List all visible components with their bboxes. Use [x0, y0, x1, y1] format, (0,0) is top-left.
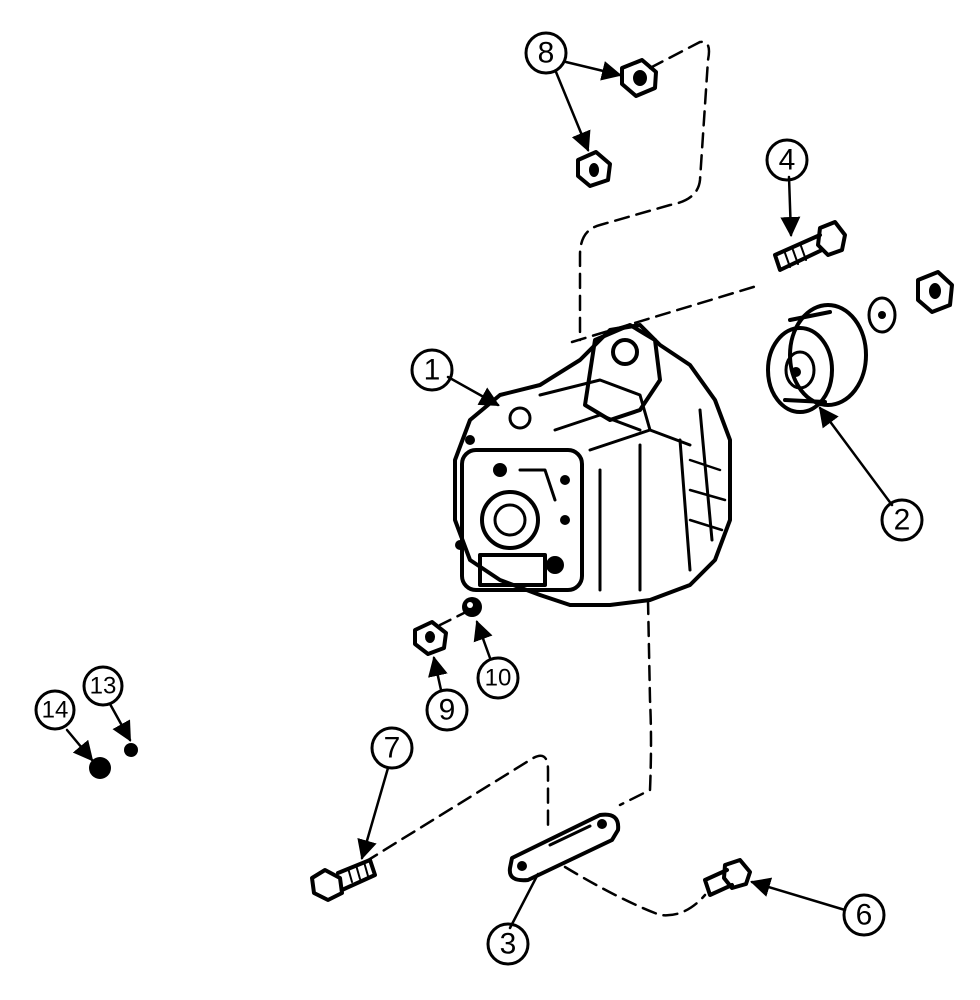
svg-text:2: 2 [894, 504, 911, 537]
callout-7: 7 [370, 726, 414, 770]
svg-text:1: 1 [424, 354, 441, 387]
assembly-guide-lines [363, 40, 762, 917]
svg-text:7: 7 [384, 732, 401, 765]
part-13 [124, 743, 138, 757]
callout-10: 10 [476, 656, 520, 700]
svg-text:14: 14 [42, 697, 69, 724]
callout-13: 13 [82, 665, 124, 707]
callout-9: 9 [425, 688, 469, 732]
nut-8-upper [620, 58, 658, 98]
pulley-washer [867, 296, 897, 334]
callout-1: 1 [410, 348, 454, 392]
alternator [453, 323, 732, 607]
svg-text:6: 6 [856, 899, 873, 932]
callout-14: 14 [34, 689, 76, 731]
svg-text:13: 13 [90, 673, 117, 700]
callout-4: 4 [765, 138, 809, 182]
callout-2: 2 [880, 498, 924, 542]
bolt-6 [703, 858, 752, 897]
leader-lines [65, 60, 894, 930]
svg-text:3: 3 [500, 928, 517, 961]
nut-8-lower [576, 150, 612, 188]
bolt-7 [310, 858, 377, 902]
callout-6: 6 [842, 893, 886, 937]
svg-text:4: 4 [779, 144, 796, 177]
part-14 [89, 757, 111, 779]
callout-3: 3 [486, 922, 530, 966]
pulley-nut [916, 270, 954, 314]
adjusting-strap [507, 812, 621, 883]
callout-8: 8 [524, 31, 568, 75]
bolt-4 [773, 220, 847, 272]
svg-text:8: 8 [538, 37, 555, 70]
svg-text:10: 10 [485, 665, 512, 692]
svg-text:9: 9 [439, 694, 456, 727]
washer-10 [462, 597, 482, 617]
nut-9 [413, 620, 448, 656]
pulley [766, 303, 868, 414]
